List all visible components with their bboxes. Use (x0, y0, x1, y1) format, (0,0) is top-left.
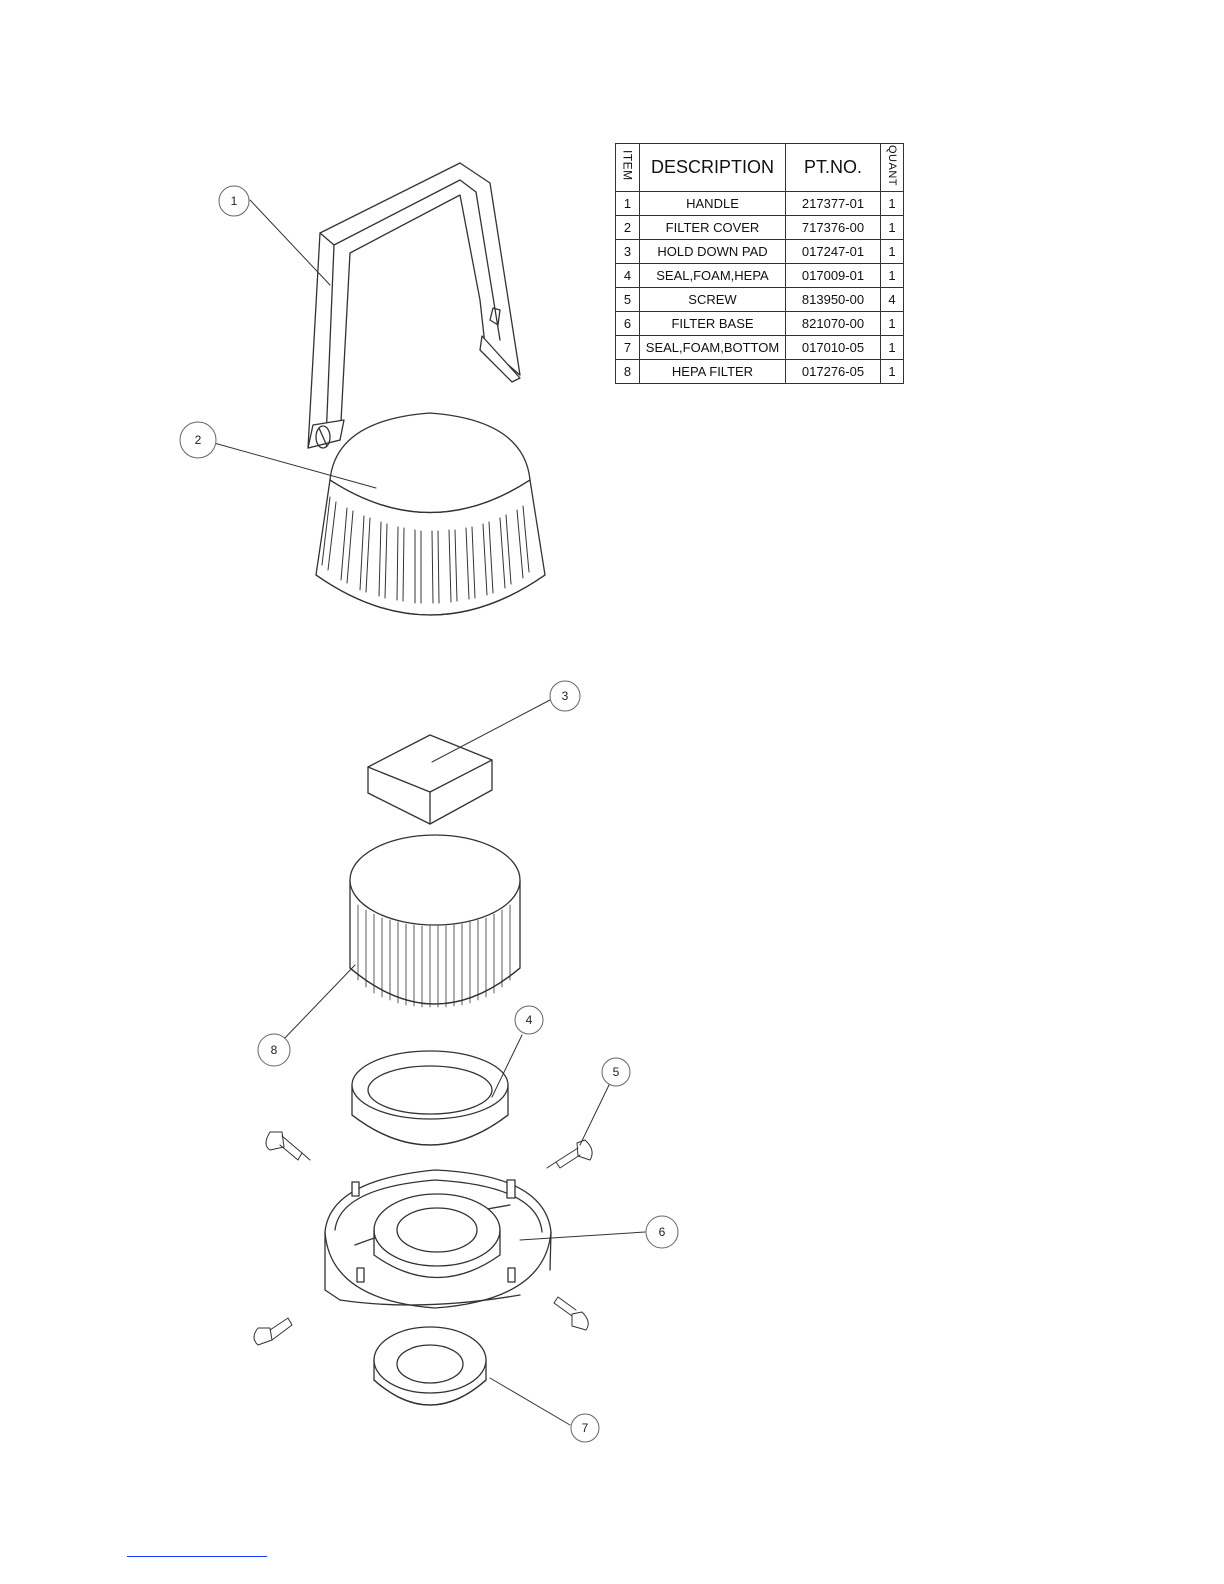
cell-quant: 1 (881, 264, 904, 288)
cell-pt-no: 017247-01 (786, 240, 881, 264)
cell-description: SCREW (640, 288, 786, 312)
callout-label: 3 (562, 689, 569, 703)
cell-quant: 1 (881, 360, 904, 384)
cell-quant: 4 (881, 288, 904, 312)
cell-item: 5 (616, 288, 640, 312)
callout-2: 2 (180, 422, 216, 458)
table-row: 8 HEPA FILTER 017276-05 1 (616, 360, 904, 384)
cell-item: 8 (616, 360, 640, 384)
cell-item: 6 (616, 312, 640, 336)
cell-quant: 1 (881, 240, 904, 264)
cell-pt-no: 217377-01 (786, 192, 881, 216)
cell-quant: 1 (881, 216, 904, 240)
table-header-row: ITEM DESCRIPTION PT.NO. QUANT (616, 144, 904, 192)
callout-label: 5 (613, 1065, 620, 1079)
table-row: 1 HANDLE 217377-01 1 (616, 192, 904, 216)
filter-cover-part (316, 413, 545, 615)
cell-item: 7 (616, 336, 640, 360)
callout-6: 6 (646, 1216, 678, 1248)
callout-label: 4 (526, 1013, 533, 1027)
seal-foam-bottom-part (374, 1327, 486, 1405)
cell-quant: 1 (881, 192, 904, 216)
cell-pt-no: 813950-00 (786, 288, 881, 312)
cell-pt-no: 017010-05 (786, 336, 881, 360)
table-row: 3 HOLD DOWN PAD 017247-01 1 (616, 240, 904, 264)
cell-description: FILTER BASE (640, 312, 786, 336)
callout-4: 4 (515, 1006, 543, 1034)
cell-item: 2 (616, 216, 640, 240)
callout-5: 5 (602, 1058, 630, 1086)
cell-description: HOLD DOWN PAD (640, 240, 786, 264)
table-row: 2 FILTER COVER 717376-00 1 (616, 216, 904, 240)
callout-label: 8 (271, 1043, 278, 1057)
table-row: 5 SCREW 813950-00 4 (616, 288, 904, 312)
header-pt-no: PT.NO. (786, 144, 881, 192)
header-quant-label: QUANT (886, 145, 898, 186)
table-row: 4 SEAL,FOAM,HEPA 017009-01 1 (616, 264, 904, 288)
handle-part (308, 163, 520, 448)
header-item-label: ITEM (621, 150, 635, 181)
seal-foam-hepa-part (352, 1051, 508, 1145)
cell-description: SEAL,FOAM,BOTTOM (640, 336, 786, 360)
cell-pt-no: 717376-00 (786, 216, 881, 240)
cell-pt-no: 821070-00 (786, 312, 881, 336)
cell-description: FILTER COVER (640, 216, 786, 240)
callout-label: 6 (659, 1225, 666, 1239)
cell-description: HEPA FILTER (640, 360, 786, 384)
callout-label: 7 (582, 1421, 589, 1435)
cell-description: SEAL,FOAM,HEPA (640, 264, 786, 288)
callout-8: 8 (258, 1034, 290, 1066)
header-quant: QUANT (881, 144, 904, 192)
parts-list-table: ITEM DESCRIPTION PT.NO. QUANT 1 HANDLE 2… (615, 143, 904, 384)
page-link-underline[interactable] (127, 1556, 267, 1557)
cell-item: 4 (616, 264, 640, 288)
cell-description: HANDLE (640, 192, 786, 216)
cell-quant: 1 (881, 336, 904, 360)
callout-1: 1 (219, 186, 249, 216)
header-item: ITEM (616, 144, 640, 192)
filter-base-part (325, 1170, 551, 1308)
cell-pt-no: 017276-05 (786, 360, 881, 384)
callout-label: 1 (231, 194, 238, 208)
cell-item: 3 (616, 240, 640, 264)
cell-item: 1 (616, 192, 640, 216)
hepa-filter-part (350, 835, 520, 1007)
table-row: 7 SEAL,FOAM,BOTTOM 017010-05 1 (616, 336, 904, 360)
callout-7: 7 (571, 1414, 599, 1442)
hold-down-pad-part (368, 735, 492, 824)
table-row: 6 FILTER BASE 821070-00 1 (616, 312, 904, 336)
callout-label: 2 (195, 433, 202, 447)
cell-pt-no: 017009-01 (786, 264, 881, 288)
cell-quant: 1 (881, 312, 904, 336)
header-description: DESCRIPTION (640, 144, 786, 192)
callout-3: 3 (550, 681, 580, 711)
